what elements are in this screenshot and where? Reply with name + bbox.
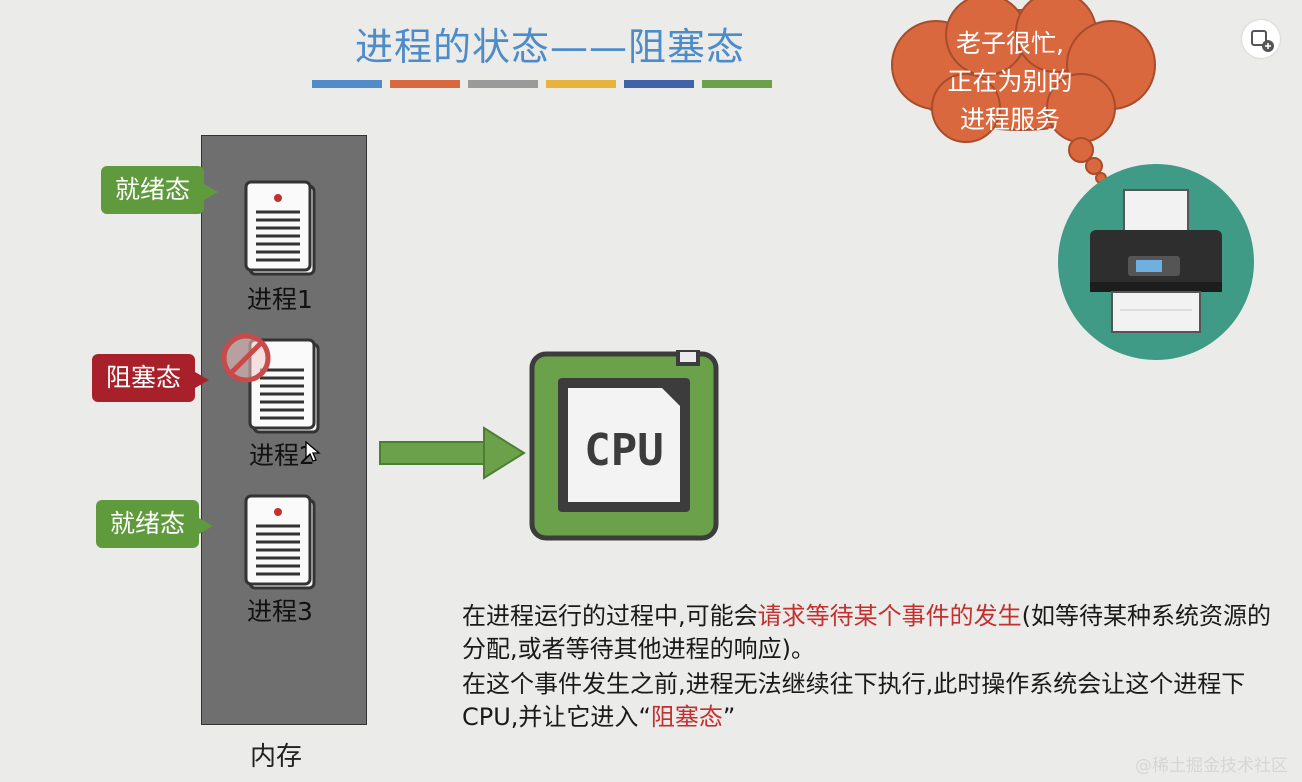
document-icon <box>244 494 316 590</box>
description-paragraph: 在这个事件发生之前,进程无法继续往下执行,此时操作系统会让这个进程下CPU,并让… <box>462 668 1282 734</box>
cpu-label: CPU <box>584 425 663 476</box>
text-span: ” <box>722 703 736 731</box>
cpu-chip-icon: CPU <box>529 350 719 541</box>
speech-bubble <box>891 0 1156 184</box>
text-span: 在这个事件发生之前,进程无法继续往下执行,此时操作系统会让这个进程下CPU,并让… <box>462 670 1246 731</box>
bubble-line: 进程服务 <box>959 105 1060 134</box>
page-title: 进程的状态——阻塞态 <box>354 25 745 69</box>
memory-label: 内存 <box>250 742 303 772</box>
bubble-text: 老子很忙, 正在为别的 进程服务 <box>920 25 1100 139</box>
title-color-bars <box>312 80 772 88</box>
description-paragraph: 在进程运行的过程中,可能会请求等待某个事件的发生(如等待某种系统资源的分配,或者… <box>462 600 1282 666</box>
highlight-text: 阻塞态 <box>650 703 723 731</box>
state-tag-blocked: 阻塞态 <box>92 354 210 402</box>
text-span: “ <box>638 703 651 731</box>
arrow-icon <box>379 426 526 480</box>
bubble-line: 正在为别的 <box>947 67 1073 96</box>
process-label: 进程3 <box>247 597 313 626</box>
watermark: @稀土掘金技术社区 <box>1135 756 1288 776</box>
document-icon <box>244 180 316 276</box>
state-tag-ready: 就绪态 <box>96 500 214 548</box>
bubble-line: 老子很忙, <box>956 29 1064 58</box>
color-bar <box>546 80 616 88</box>
highlight-text: 请求等待某个事件的发生 <box>757 602 1022 630</box>
prohibited-icon <box>221 333 271 383</box>
printer-icon <box>1058 164 1254 360</box>
screenshot-icon[interactable] <box>1242 20 1280 58</box>
color-bar <box>312 80 382 88</box>
process-label: 进程2 <box>249 441 315 470</box>
color-bar <box>390 80 460 88</box>
color-bar <box>468 80 538 88</box>
text-span: (如等待某种系统资源的分配,或者等待其他进程的响应)。 <box>462 602 1272 663</box>
color-bar <box>702 80 772 88</box>
mouse-cursor-icon <box>305 441 321 462</box>
color-bar <box>624 80 694 88</box>
state-tag-ready: 就绪态 <box>101 166 219 214</box>
process-label: 进程1 <box>247 285 313 314</box>
text-span: 在进程运行的过程中,可能会 <box>462 602 758 630</box>
description: 在进程运行的过程中,可能会请求等待某个事件的发生(如等待某种系统资源的分配,或者… <box>462 600 1282 734</box>
document-icon <box>248 338 320 434</box>
